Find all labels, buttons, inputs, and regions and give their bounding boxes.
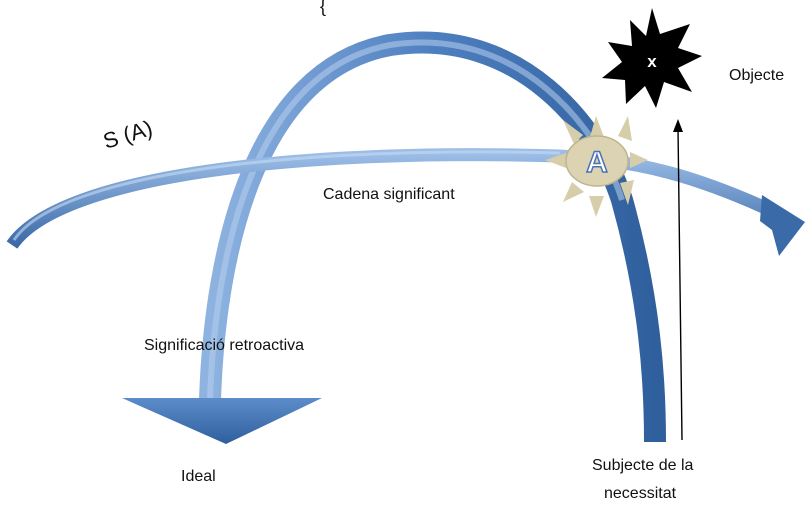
- top-cut-glyph: {: [320, 0, 326, 16]
- ideal-arrowhead: [122, 398, 322, 444]
- retroactive-signification-label: Significació retroactiva: [144, 337, 304, 354]
- chain-arrowhead: [760, 195, 805, 256]
- ideal-label: Ideal: [181, 468, 216, 485]
- subject-to-object-arrow: [673, 119, 683, 441]
- signifying-chain-label: Cadena significant: [323, 186, 455, 203]
- object-label: Objecte: [729, 67, 784, 84]
- subject-label-line1: Subjecte de la: [592, 457, 694, 474]
- subject-label-line2: necessitat: [604, 485, 677, 502]
- s-a-label: S (A): [100, 115, 155, 154]
- signifying-chain-arrow: [6, 148, 805, 256]
- object-symbol: x: [647, 52, 657, 71]
- object-burst-icon: x: [602, 8, 702, 108]
- retroactive-signification-arrow: [122, 31, 666, 444]
- a-symbol: A: [586, 146, 608, 179]
- a-sun-icon: A: [545, 116, 648, 217]
